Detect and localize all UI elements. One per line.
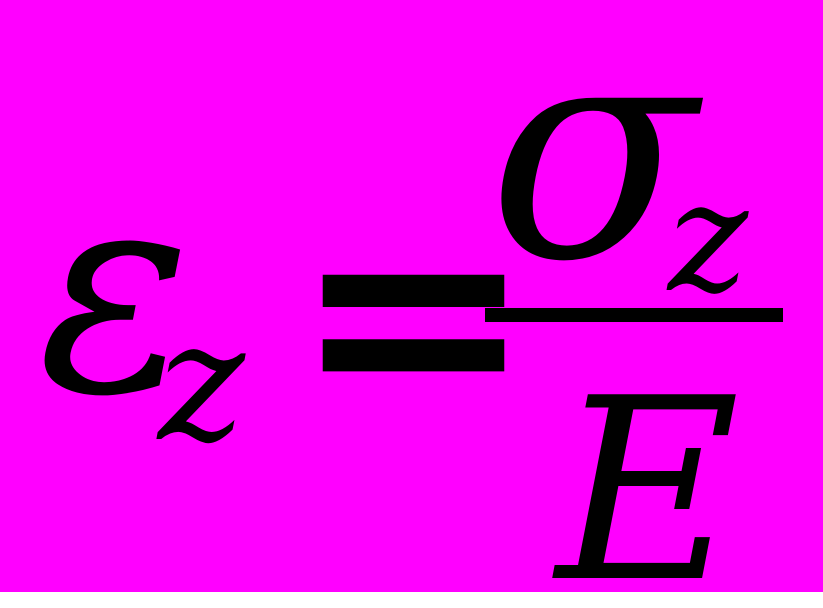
epsilon-subscript-z: z: [158, 286, 245, 478]
bottom-white-strip: [0, 592, 823, 608]
magenta-background: [0, 0, 823, 592]
epsilon-symbol: ε: [38, 126, 191, 458]
denominator-E: E: [556, 345, 740, 608]
sigma-subscript-z: z: [668, 149, 749, 326]
sigma-symbol: σ: [488, 0, 697, 328]
fraction-bar: [485, 308, 783, 322]
